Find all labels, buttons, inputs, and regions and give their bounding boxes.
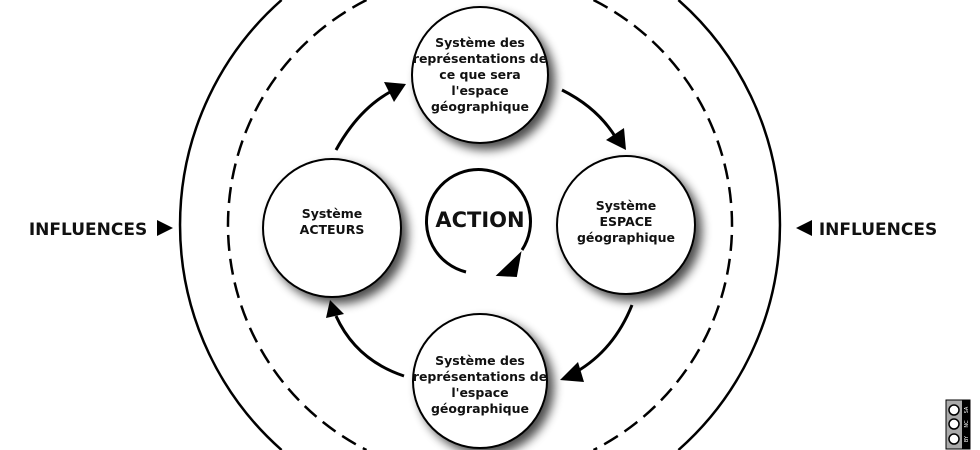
node-top-line: ce que sera (439, 67, 520, 82)
node-top-line: géographique (431, 99, 529, 114)
node-right-line: Système (596, 198, 657, 213)
node-right-line: ESPACE (600, 214, 653, 229)
badge-by: BY (964, 435, 970, 442)
outer-boundary-circle (178, 0, 782, 450)
arrow-bottom-to-acteurs (326, 300, 405, 378)
action-loop-arrowhead (495, 251, 522, 278)
dashed-boundary-circle (226, 0, 734, 450)
node-left: Système ACTEURS (262, 158, 402, 298)
node-right-line: géographique (577, 230, 675, 245)
node-bottom-line: représentations de (413, 369, 547, 384)
node-top: Système des représentations de ce que se… (411, 6, 549, 144)
node-top-line: l'espace (451, 83, 508, 98)
node-bottom: Système des représentations de l'espace … (412, 313, 548, 449)
node-left-line: Système (302, 206, 363, 221)
node-bottom-line: l'espace (451, 385, 508, 400)
node-top-line: représentations de (413, 51, 547, 66)
triangle-right-icon (157, 220, 173, 236)
node-bottom-line: Système des (435, 353, 525, 368)
node-bottom-line: géographique (431, 401, 529, 416)
nc-icon (948, 418, 960, 430)
cc-license-badge: SA NC BY (945, 399, 971, 450)
influences-right-label: INFLUENCES (819, 220, 937, 240)
cc-icon (948, 404, 960, 416)
node-top-line: Système des (435, 35, 525, 50)
arrow-acteurs-to-top (334, 82, 406, 151)
action-label: ACTION (435, 208, 524, 232)
badge-sa: SA (964, 406, 970, 413)
by-icon (948, 433, 960, 445)
arrow-espace-to-bottom (560, 304, 634, 382)
node-right: Système ESPACE géographique (556, 155, 696, 295)
action-loop-arrow (425, 168, 532, 274)
influences-left-label: INFLUENCES (29, 220, 147, 240)
triangle-left-icon (796, 220, 812, 236)
node-left-line: ACTEURS (300, 222, 365, 237)
badge-nc: NC (964, 420, 970, 428)
arrow-top-to-espace (561, 88, 626, 150)
